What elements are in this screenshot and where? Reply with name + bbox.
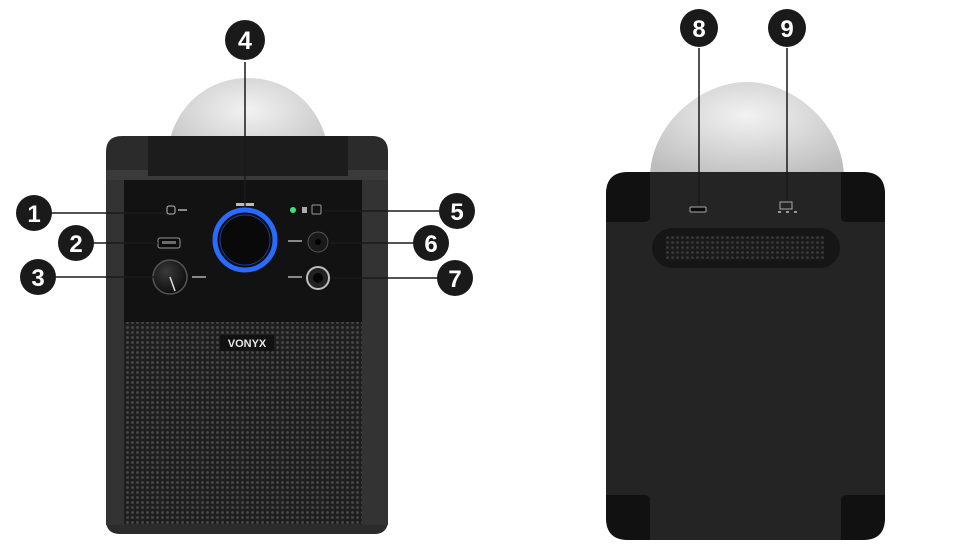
mic-indicator — [166, 205, 176, 215]
brand-logo: VONYX — [228, 338, 267, 350]
svg-text:6: 6 — [424, 231, 437, 258]
dc-power-port — [689, 206, 707, 213]
callout-5: 5 — [439, 193, 475, 229]
svg-text:5: 5 — [450, 199, 463, 226]
status-led — [290, 207, 296, 213]
svg-text:2: 2 — [69, 231, 82, 258]
front-leader-lines — [50, 62, 440, 279]
callout-6: 6 — [413, 225, 449, 261]
power-switch — [779, 201, 793, 210]
front-grille — [124, 322, 362, 524]
front-view: VONYX — [106, 78, 388, 534]
callout-1: 1 — [16, 195, 52, 231]
callout-2: 2 — [58, 225, 94, 261]
rear-body — [606, 172, 885, 540]
rear-dome-light — [650, 82, 844, 178]
svg-text:4: 4 — [238, 27, 252, 55]
svg-text:3: 3 — [31, 265, 44, 292]
callout-7: 7 — [437, 260, 473, 296]
callout-8: 8 — [680, 9, 718, 47]
rear-view — [606, 82, 885, 540]
rear-leader-lines — [698, 48, 788, 206]
svg-text:1: 1 — [27, 201, 40, 228]
svg-text:8: 8 — [692, 16, 705, 43]
callout-3: 3 — [20, 259, 56, 295]
svg-text:9: 9 — [780, 16, 793, 43]
callout-4: 4 — [225, 20, 265, 60]
svg-text:7: 7 — [448, 266, 461, 293]
callout-9: 9 — [768, 9, 806, 47]
